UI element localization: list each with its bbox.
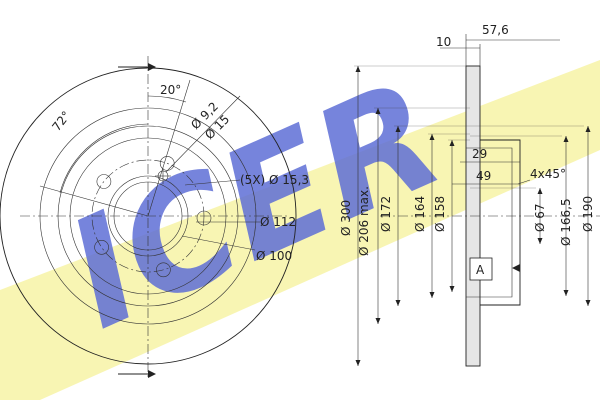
diameter-dim-arrow [375, 108, 381, 114]
diameter-dim-arrow [429, 134, 435, 140]
hat-section [480, 139, 521, 306]
label-d164: Ø 164 [413, 196, 427, 232]
side-view: A 57,6 10 29 49 4x45° Ø 300 Ø 206 max. Ø… [339, 23, 600, 367]
label-d158: Ø 158 [433, 196, 447, 232]
leader-chamfer [517, 179, 531, 185]
angle-ray-right [147, 79, 191, 217]
diameter-dim-arrow [355, 66, 361, 72]
bolt-hole [156, 262, 171, 278]
diameter-dim-arrow [537, 188, 543, 194]
diameter-dim-arrow [395, 300, 401, 306]
label-d300: Ø 300 [339, 200, 353, 236]
diameter-dim-arrow [429, 292, 435, 298]
diameter-dim-arrow [355, 360, 361, 366]
front-view: 72° 20° Ø 9,2 Ø 15 (5X) Ø 15,3 Ø 112 Ø 1… [0, 56, 309, 380]
diameter-dim-arrow [375, 318, 381, 324]
label-chamfer: 4x45° [530, 167, 566, 181]
label-hub-depth: 49 [476, 169, 491, 183]
label-angle-72: 72° [49, 108, 73, 133]
watermark: ICER [0, 48, 600, 400]
leader-bolt [184, 179, 241, 186]
diameter-dim-arrow [449, 140, 455, 146]
diameter-dim-arrow [449, 286, 455, 292]
watermark-text: ICER [44, 48, 465, 363]
bolt-hole [94, 240, 109, 255]
label-thickness: 10 [436, 35, 451, 49]
label-pcd: Ø 112 [260, 215, 296, 229]
datum-label: A [476, 263, 485, 277]
bolt-hole [196, 210, 212, 226]
angle-arc-20 [147, 95, 187, 103]
label-d67: Ø 67 [533, 203, 547, 232]
label-hat-depth: 29 [472, 147, 487, 161]
leader-hole [165, 95, 241, 173]
diameter-dimensions [354, 65, 591, 366]
bolt-hole [96, 174, 112, 189]
section-arrow-top [148, 63, 156, 71]
label-angle-20: 20° [160, 83, 181, 97]
datum-arrow [512, 264, 520, 272]
diameter-dim-arrow [395, 126, 401, 132]
label-d166: Ø 166,5 [559, 198, 573, 246]
leader-hub [181, 235, 256, 251]
angle-ray-left [39, 185, 149, 217]
diameter-dim-arrow [563, 136, 569, 142]
label-d206: Ø 206 max. [357, 186, 371, 256]
diameter-dim-arrow [563, 290, 569, 296]
diameter-dim-arrow [537, 238, 543, 244]
hat-inner [466, 147, 513, 298]
angle-arc-72 [59, 123, 149, 194]
diameter-dim-arrow [585, 300, 591, 306]
section-arrow-bottom [148, 370, 156, 378]
label-d172: Ø 172 [379, 196, 393, 232]
label-hub-bore: Ø 100 [256, 249, 292, 263]
label-overall-height: 57,6 [482, 23, 509, 37]
diameter-dim-arrow [585, 126, 591, 132]
datum-box [469, 257, 493, 281]
label-d190: Ø 190 [581, 196, 595, 232]
label-bolt-holes: (5X) Ø 15,3 [240, 173, 309, 187]
